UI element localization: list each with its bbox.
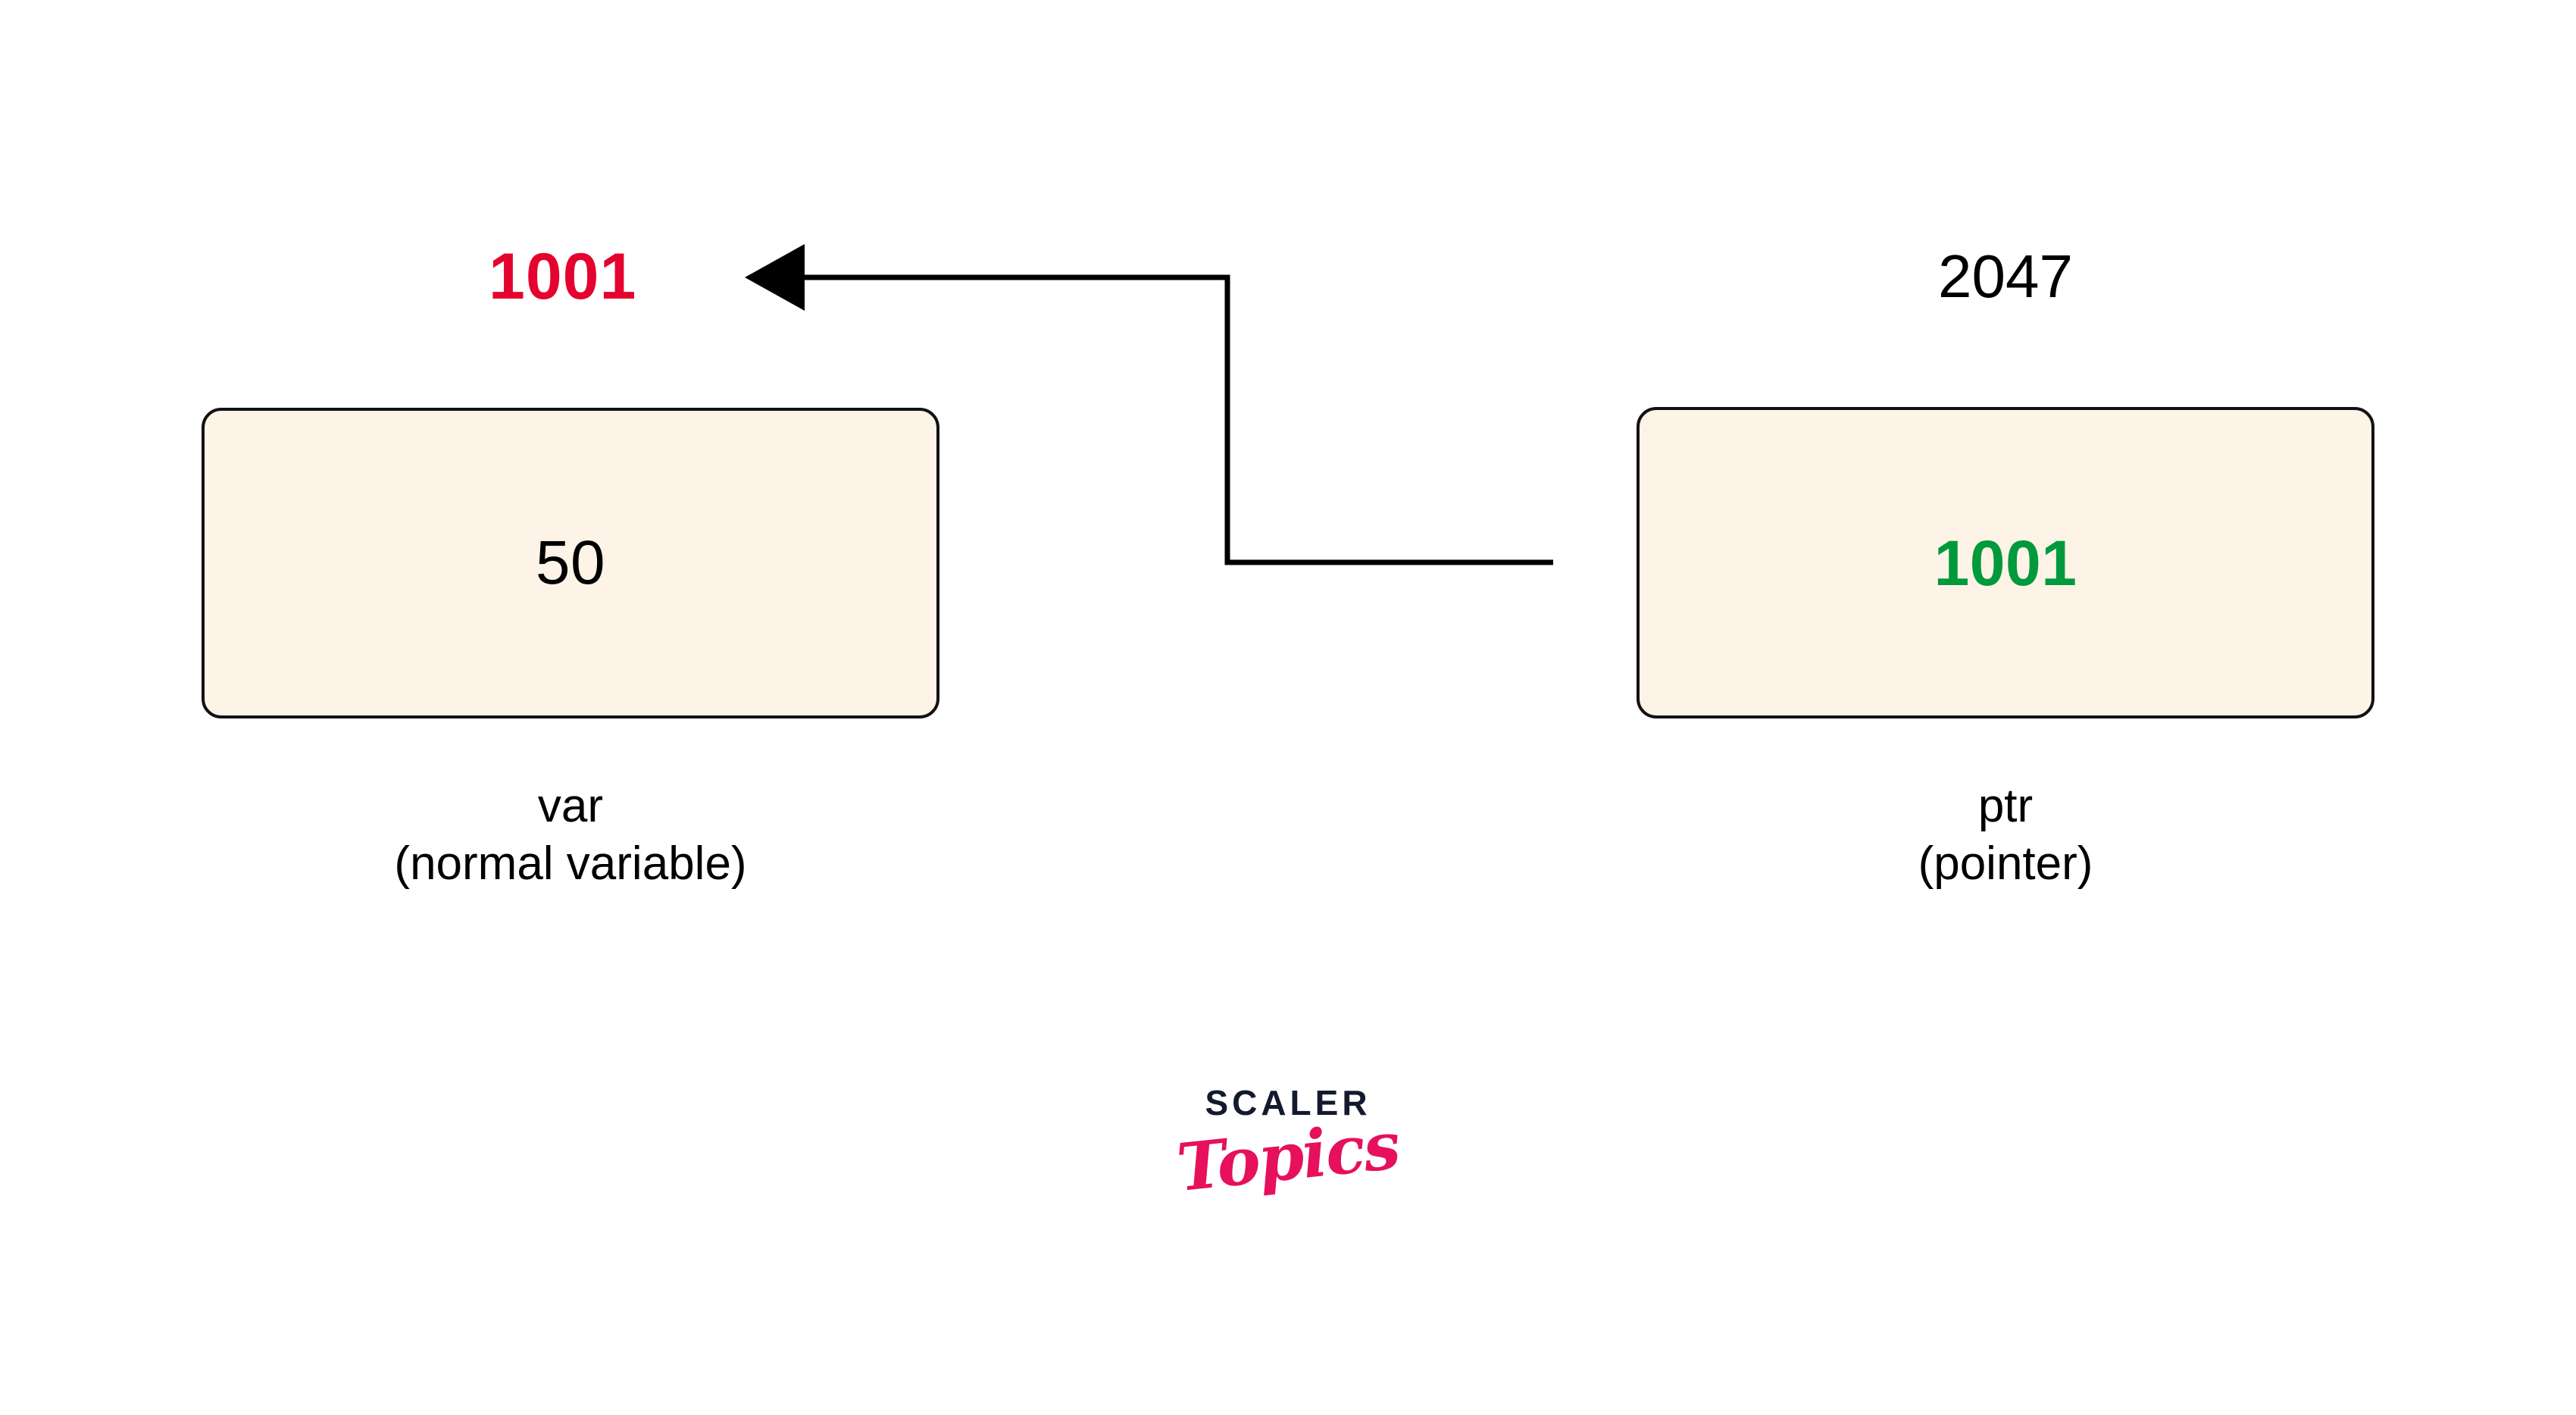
variable-value: 50 — [535, 528, 606, 597]
pointer-caption-name: ptr — [1977, 780, 2034, 832]
pointer-memory-box: 1001 — [1637, 407, 2374, 718]
variable-memory-box: 50 — [202, 408, 939, 718]
scaler-topics-logo: SCALER Topics — [1159, 1083, 1417, 1207]
logo-scriptmark: Topics — [1173, 1107, 1402, 1207]
variable-caption-sub: (normal variable) — [394, 837, 747, 890]
pointer-caption-sub: (pointer) — [1918, 837, 2093, 890]
logo-wordmark: SCALER — [1205, 1083, 1371, 1122]
variable-address-label: 1001 — [489, 240, 637, 313]
variable-caption: var (normal variable) — [202, 778, 939, 892]
connector-arrowhead-icon — [745, 244, 805, 311]
pointer-value: 1001 — [1934, 527, 2077, 599]
pointer-address-label: 2047 — [1938, 243, 2073, 310]
variable-caption-name: var — [537, 780, 604, 832]
pointer-caption: ptr (pointer) — [1637, 778, 2374, 892]
